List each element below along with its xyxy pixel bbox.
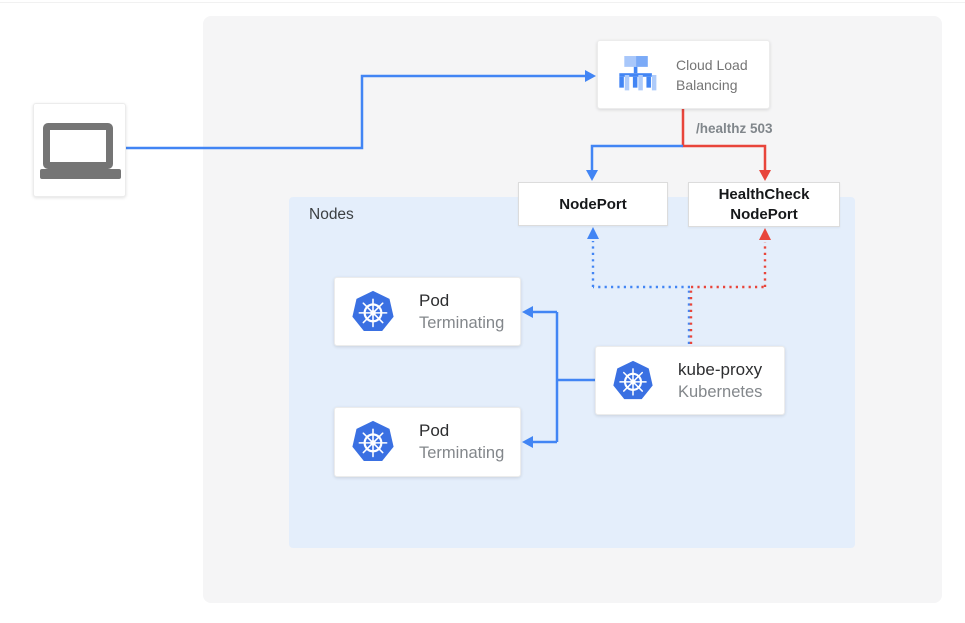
cloud-load-balancing-card: Cloud Load Balancing bbox=[597, 40, 770, 109]
kubernetes-icon bbox=[352, 290, 394, 331]
top-edge-divider bbox=[0, 2, 965, 3]
kube-proxy-title: kube-proxy bbox=[678, 359, 763, 379]
cloud-load-balancing-label: Cloud Load Balancing bbox=[676, 56, 748, 93]
pod-title: Pod bbox=[419, 421, 450, 440]
healthz-edge-label: /healthz 503 bbox=[696, 121, 773, 136]
nodeport-box: NodePort bbox=[518, 182, 668, 226]
healthcheck-nodeport-box: HealthCheck NodePort bbox=[688, 182, 840, 227]
kubernetes-icon bbox=[613, 360, 653, 399]
pod-card-1: Pod Terminating bbox=[334, 277, 521, 346]
nodeport-label: NodePort bbox=[559, 195, 627, 213]
pod-status: Terminating bbox=[419, 444, 505, 462]
load-balancer-icon bbox=[619, 55, 657, 90]
kubernetes-icon bbox=[352, 420, 394, 462]
pod-status: Terminating bbox=[419, 313, 505, 332]
kube-proxy-card: kube-proxy Kubernetes bbox=[595, 346, 785, 415]
kube-proxy-subtitle: Kubernetes bbox=[678, 382, 763, 401]
pod-card-2: Pod Terminating bbox=[334, 407, 521, 477]
pod-title: Pod bbox=[419, 290, 450, 310]
healthcheck-nodeport-label: HealthCheck NodePort bbox=[718, 185, 810, 223]
nodes-panel-label: Nodes bbox=[309, 206, 354, 223]
client-card bbox=[33, 103, 126, 197]
